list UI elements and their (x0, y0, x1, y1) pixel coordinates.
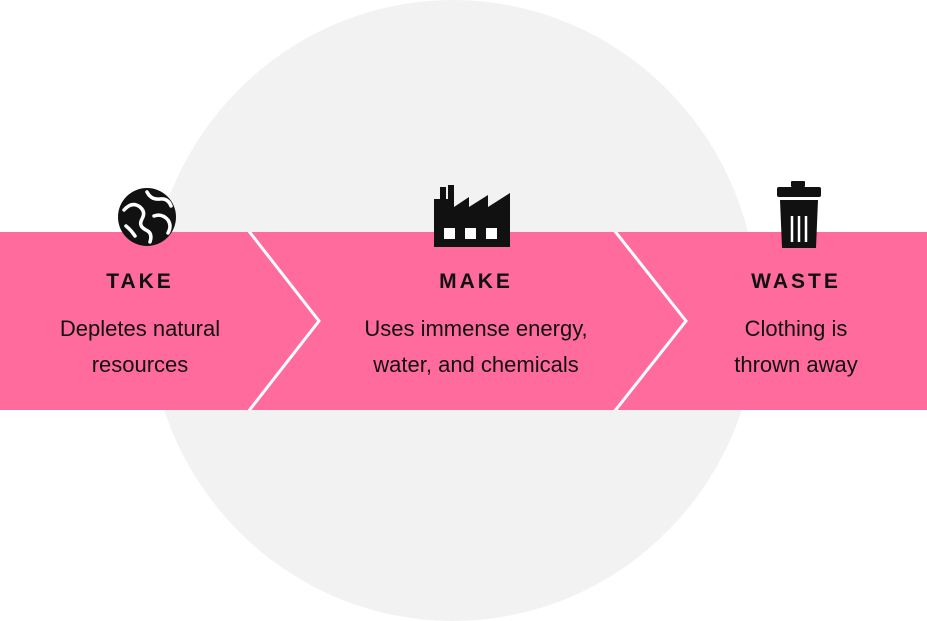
stage-title: MAKE (439, 270, 513, 293)
trash-can-icon (777, 181, 821, 248)
stage-take: TAKE Depletes natural resources (20, 270, 260, 383)
chevron-separator-2 (613, 232, 688, 410)
stage-description-line: thrown away (734, 352, 858, 377)
stage-waste: WASTE Clothing is thrown away (686, 270, 906, 383)
chevron-separator-1 (247, 232, 321, 410)
stage-description-line: water, and chemicals (373, 352, 579, 377)
process-band (0, 232, 927, 410)
stage-description-line: Depletes natural (59, 316, 221, 341)
stage-description-line: Uses immense energy, (364, 316, 588, 341)
factory-icon (434, 185, 510, 247)
stage-make: MAKE Uses immense energy, water, and che… (326, 270, 626, 383)
stage-title: WASTE (751, 270, 841, 293)
stage-description-line: resources (91, 352, 189, 377)
stage-title: TAKE (106, 270, 174, 293)
stage-description-line: Clothing is (744, 316, 848, 341)
globe-icon (118, 188, 176, 246)
